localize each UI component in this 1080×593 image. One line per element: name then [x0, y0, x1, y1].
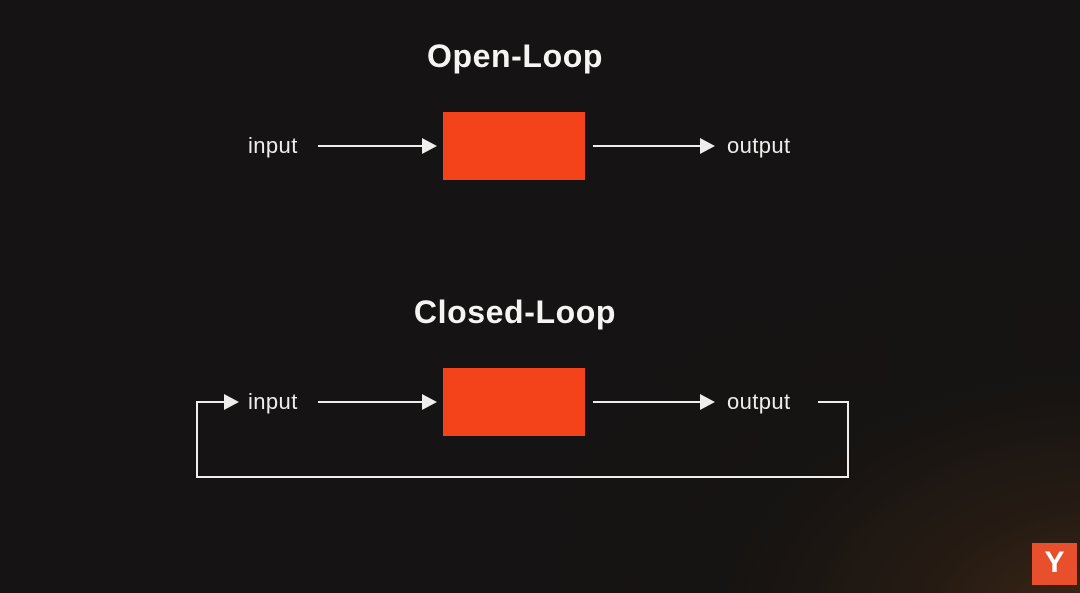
- open-loop-title: Open-Loop: [426, 38, 604, 74]
- open-loop-output-label: output: [727, 133, 791, 158]
- y-combinator-logo-letter: Y: [1044, 546, 1065, 579]
- closed-loop-process-block: [443, 368, 585, 436]
- closed-loop-output-label: output: [727, 389, 791, 414]
- y-combinator-logo: Y: [1032, 543, 1077, 585]
- closed-loop-title: Closed-Loop: [413, 294, 617, 330]
- open-loop-input-label: input: [248, 133, 298, 158]
- open-loop-process-block: [443, 112, 585, 180]
- closed-loop-input-label: input: [248, 389, 298, 414]
- feedback-path: [196, 401, 849, 478]
- output-to-feedback-connector: [818, 401, 849, 403]
